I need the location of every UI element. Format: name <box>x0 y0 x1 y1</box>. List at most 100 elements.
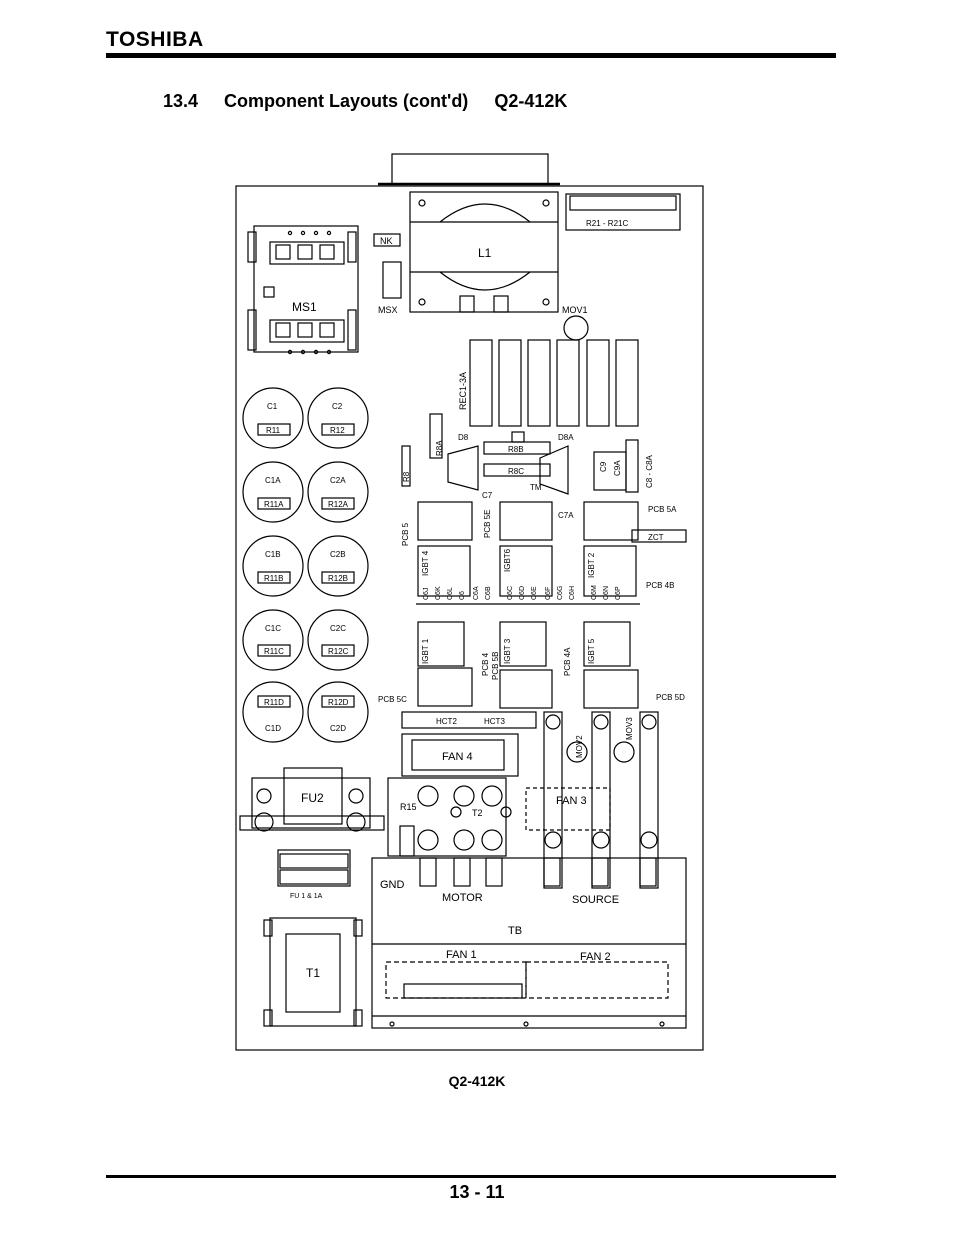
top-bracket <box>391 153 549 185</box>
fuse-fu2 <box>239 767 385 832</box>
label-l1: L1 <box>478 246 492 260</box>
label-c2c: C2C <box>330 624 346 633</box>
label-fu1: FU 1 & 1A <box>290 893 323 900</box>
header-rule <box>106 53 836 58</box>
label-c6g: C6G <box>557 586 564 600</box>
enclosure-outline <box>235 185 704 1051</box>
brand-logo: TOSHIBA <box>106 28 204 51</box>
label-mov2: MOV2 <box>575 735 584 758</box>
label-igbt6: IGBT6 <box>503 548 512 572</box>
label-c1c: C1C <box>265 624 281 633</box>
fan4-unit <box>401 733 519 777</box>
igbt-modules <box>416 501 687 709</box>
label-pcb5d: PCB 5D <box>656 693 685 702</box>
label-c6e: C6E <box>531 586 538 600</box>
label-r8a: R8A <box>435 440 444 456</box>
label-c6k: C6K <box>435 586 442 600</box>
figure-caption: Q2-412K <box>448 1073 506 1089</box>
label-c1a: C1A <box>265 476 281 485</box>
label-fan2: FAN 2 <box>580 951 611 963</box>
label-c6c: C6C <box>507 586 514 600</box>
label-c8: C8 - C8A <box>645 454 654 488</box>
rectifier-stacks <box>469 339 639 427</box>
resistor-r21 <box>565 193 681 231</box>
label-r11c: R11C <box>264 647 284 656</box>
label-hct2: HCT2 <box>436 717 457 726</box>
label-c2d: C2D <box>330 724 346 733</box>
label-t2: T2 <box>472 808 483 818</box>
label-pcb5: PCB 5 <box>401 522 410 546</box>
fan2-outline <box>525 961 669 999</box>
label-r11: R11 <box>266 426 281 435</box>
hct-strip <box>401 711 537 729</box>
label-c6h: C6H <box>569 586 576 600</box>
label-pcb4b: PCB 4B <box>646 581 674 590</box>
mov3-disc <box>613 741 635 763</box>
snubber-area <box>401 413 639 495</box>
label-c6b: C6B <box>485 586 492 600</box>
label-c6p: C6P <box>615 586 622 600</box>
label-fan4: FAN 4 <box>442 751 473 763</box>
label-ms1: MS1 <box>292 300 317 314</box>
label-fu2: FU2 <box>301 791 324 805</box>
label-mov1: MOV1 <box>562 305 588 315</box>
label-r12a: R12A <box>328 500 349 509</box>
mov2-disc <box>566 741 588 763</box>
label-pcb5b: PCB 5B <box>491 652 500 680</box>
label-c2a: C2A <box>330 476 346 485</box>
label-hct3: HCT3 <box>484 717 505 726</box>
fan4-label-box <box>411 739 505 771</box>
section-title: Component Layouts (cont'd) <box>224 91 469 111</box>
label-r11b: R11B <box>264 574 283 583</box>
label-c6a: C6A <box>473 586 480 600</box>
label-pcb4a: PCB 4A <box>563 647 572 676</box>
label-pcb5c: PCB 5C <box>378 695 407 704</box>
section-number: 13.4 <box>163 91 199 111</box>
page-number: 13 - 11 <box>449 1182 505 1202</box>
label-motor: MOTOR <box>442 892 483 904</box>
capacitor-bank <box>242 387 369 743</box>
label-c6l: C6L <box>447 587 454 600</box>
footer-rule <box>106 1175 836 1178</box>
label-r21: R21 - R21C <box>586 219 628 228</box>
label-c6: C6 <box>459 591 466 600</box>
label-igbt3: IGBT 3 <box>503 638 512 664</box>
label-tb: TB <box>508 925 522 937</box>
label-c6f: C6F <box>545 587 552 600</box>
label-pcb5e: PCB 5E <box>483 510 492 538</box>
label-rec: REC1-3A <box>458 372 468 410</box>
label-tm: TM <box>530 483 542 492</box>
busbars <box>543 711 659 889</box>
bottom-mounting-holes <box>389 1021 665 1027</box>
label-c1: C1 <box>267 402 278 411</box>
label-zct: ZCT <box>648 533 664 542</box>
label-msx: MSX <box>378 305 398 315</box>
label-igbt4: IGBT 4 <box>421 550 430 576</box>
label-c1d: C1D <box>265 724 281 733</box>
label-r11a: R11A <box>264 500 284 509</box>
label-igbt2: IGBT 2 <box>587 552 596 578</box>
nk-box <box>373 233 401 247</box>
label-r8: R8 <box>402 471 411 482</box>
label-c7a: C7A <box>558 511 574 520</box>
label-c9: C9 <box>599 461 608 472</box>
label-d8: D8 <box>458 433 469 442</box>
reactor-l1 <box>409 191 559 313</box>
lower-compartment <box>371 857 687 1029</box>
label-c6d: C6D <box>519 586 526 600</box>
label-c6n: C6N <box>603 586 610 600</box>
label-r12d: R12D <box>328 698 349 707</box>
label-t1: T1 <box>306 966 320 980</box>
label-pcb5a: PCB 5A <box>648 505 677 514</box>
fan1-outline <box>385 961 527 999</box>
label-fan1: FAN 1 <box>446 949 477 961</box>
terminal-posts <box>419 857 657 887</box>
msx-relay <box>382 261 402 299</box>
label-r12b: R12B <box>328 574 348 583</box>
label-source: SOURCE <box>572 894 619 906</box>
label-igbt5: IGBT 5 <box>587 638 596 664</box>
label-c7: C7 <box>482 491 493 500</box>
label-r8c: R8C <box>508 467 524 476</box>
